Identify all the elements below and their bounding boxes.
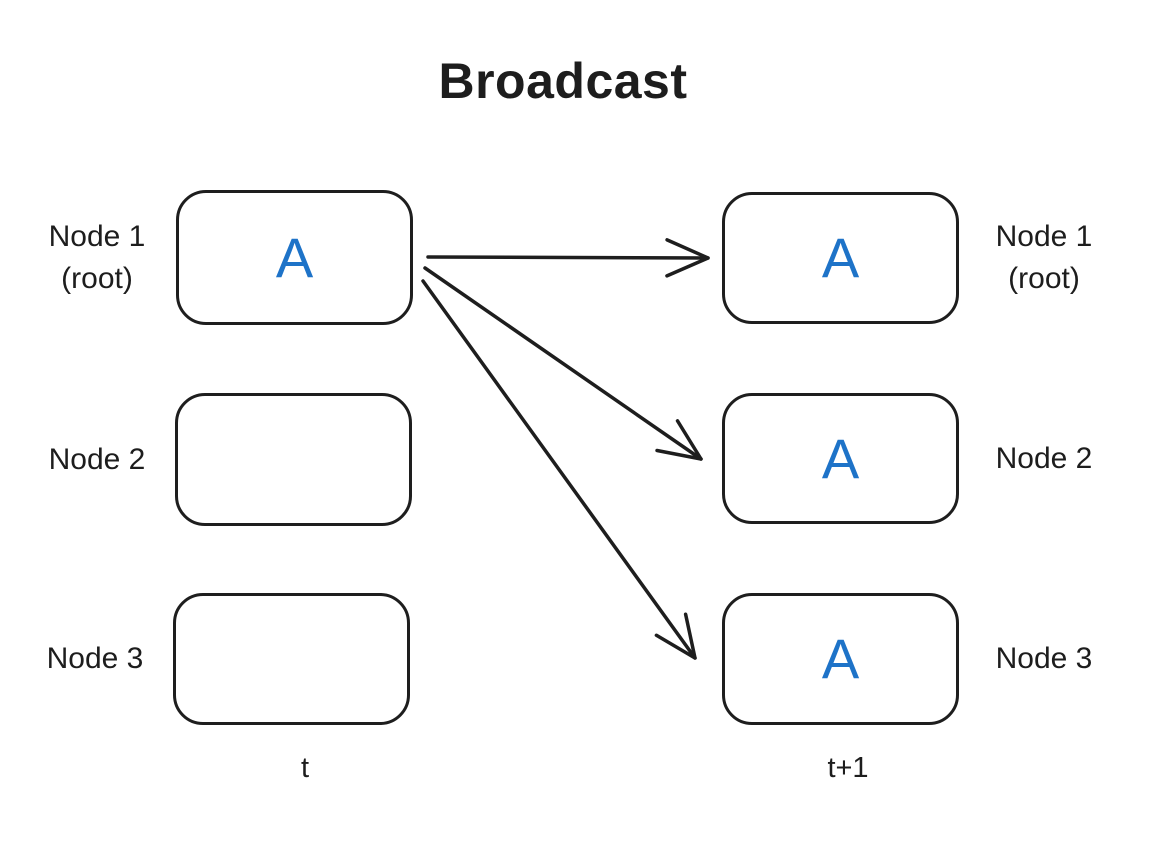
- left-node-1-box: A: [176, 190, 413, 325]
- left-node-3-label: Node 3: [20, 593, 170, 725]
- right-node-3-box: A: [722, 593, 959, 725]
- right-node-2-box: A: [722, 393, 959, 524]
- left-node-1-label: Node 1 (root): [22, 190, 172, 325]
- node-label-line: Node 3: [46, 642, 144, 675]
- node-value: A: [275, 225, 314, 289]
- broadcast-arrow-to-node-1: [426, 238, 710, 278]
- node-sublabel-line: (root): [1008, 262, 1080, 295]
- node-label-line: Node 2: [48, 442, 146, 476]
- node-value: A: [821, 226, 860, 289]
- right-node-2-label: Node 2: [969, 393, 1119, 524]
- broadcast-arrow-to-node-2: [423, 266, 703, 461]
- left-node-2-box: [175, 393, 412, 526]
- broadcast-arrow-to-node-3: [421, 279, 697, 660]
- right-node-1-label: Node 1 (root): [969, 192, 1119, 324]
- node-label-line: Node 1: [48, 219, 146, 253]
- diagram-title: Broadcast: [438, 53, 688, 109]
- left-node-2-label: Node 2: [22, 393, 172, 526]
- time-label-t-plus-1: t+1: [827, 752, 869, 784]
- node-label-line: Node 1: [995, 220, 1093, 253]
- right-node-1-box: A: [722, 192, 959, 324]
- node-sublabel-line: (root): [61, 261, 133, 295]
- node-value: A: [821, 426, 860, 490]
- node-value: A: [821, 627, 860, 690]
- right-node-3-label: Node 3: [969, 593, 1119, 725]
- node-label-line: Node 2: [995, 441, 1093, 475]
- time-label-t: t: [300, 752, 310, 784]
- node-label-line: Node 3: [995, 642, 1093, 675]
- left-node-3-box: [173, 593, 410, 725]
